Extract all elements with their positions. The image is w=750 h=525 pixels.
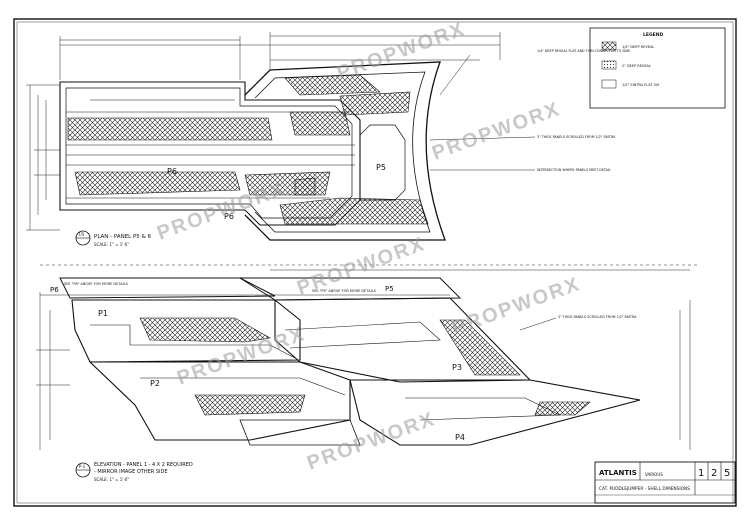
elevation-title: P-1 ELEVATION - PANEL 1 - 4 X 2 REQUIRED…	[75, 462, 193, 482]
sheet-number-1: 1	[698, 468, 704, 479]
left-dimensions	[26, 84, 60, 231]
p6-reveal-upper	[67, 117, 273, 141]
panel-label-p6-top: P6	[167, 167, 177, 176]
callout-top: 1/4" DEEP REVEAL FLAT AND THIN CONNECTOR…	[537, 49, 630, 53]
elevation-title-text: ELEVATION - PANEL 1 - 4 X 2 REQUIRED	[94, 462, 193, 468]
panel-p6-elevation	[59, 277, 276, 299]
watermark-2: PROPWORX	[429, 98, 563, 165]
p4-reveal	[534, 401, 591, 416]
p6-reveal-small	[294, 177, 316, 196]
p2-lower	[239, 419, 361, 446]
p6-reveal-mid	[289, 111, 351, 136]
panel-p5-plan-outline	[244, 61, 446, 241]
panel-label-p5-top: P5	[376, 163, 386, 172]
panel-p6-plan-inner	[65, 87, 353, 219]
top-dimensions	[59, 32, 501, 80]
p5-reveal-top2	[339, 91, 411, 116]
elevation-title-subtitle: - MIRROR IMAGE OTHER SIDE	[94, 469, 168, 475]
panel-p5-plan-inner	[254, 71, 431, 233]
sheet-number-2: 2	[711, 468, 717, 479]
sheet-inner-border	[16, 21, 734, 504]
panel-p2-elevation	[88, 361, 351, 441]
elevation-title-scale: SCALE: 1" = 1'-0"	[94, 477, 129, 482]
panel-p3-elevation	[274, 297, 532, 383]
legend-item-1: 1/4" DEEP REVEAL	[622, 45, 654, 49]
callout-mid2: INTERSECTION WHERE PANELS MEET DETAIL	[537, 168, 611, 172]
title-block-sheet-title: CAT. PUDDLEJUMPER - SHELL DIMENSIONS	[599, 486, 690, 492]
plan-title: 7/5 PLAN - PANEL P5 & 6 SCALE: 1" = 1'-0…	[75, 230, 152, 247]
plan-title-text: PLAN - PANEL P5 & 6	[94, 234, 152, 240]
callout-mid1: 3" THICK PANELS SCROLLED FROM 1/2" SINTR…	[537, 135, 616, 139]
p4-detail	[405, 397, 561, 421]
sheet-number-3: 5	[724, 468, 730, 479]
p2-detail	[140, 377, 346, 396]
panel-label-p3: P3	[452, 363, 462, 372]
legend-swatch-dots	[601, 60, 617, 70]
panel-label-p2: P2	[150, 379, 160, 388]
note-see-p6: SEE "P6" ABOVE FOR MORE DETAILS	[64, 282, 129, 286]
legend-item-3: 1/2" SINTRA FLAT ON	[622, 83, 659, 87]
title-block-logo: ATLANTIS	[599, 469, 637, 477]
p1-detail	[90, 324, 296, 359]
p5-step-outline	[359, 124, 406, 201]
legend: LEGEND 1/4" DEEP REVEAL 2" DEEP REVEAL 1…	[589, 27, 726, 109]
panel-label-p1: P1	[98, 309, 108, 318]
p3-reveal	[439, 319, 521, 376]
p3-detail	[284, 321, 441, 349]
panel-label-p4: P4	[455, 433, 465, 442]
elevation-dimensions	[36, 269, 691, 450]
p2-reveal	[194, 394, 306, 416]
panel-label-p6-side: P6	[224, 212, 234, 221]
panel-p4-elevation	[349, 379, 641, 446]
panel-label-p6-bottom: P6	[50, 286, 59, 294]
legend-swatch-blank	[601, 79, 617, 89]
title-block: ATLANTIS VARIOUS 1 2 5 CAT. PUDDLEJUMPER…	[594, 461, 736, 504]
watermark-5: PROPWORX	[449, 273, 583, 340]
plan-title-scale: SCALE: 1" = 1'-0"	[94, 242, 129, 247]
watermark-1: PROPWORX	[334, 18, 468, 85]
plan-detail-lines	[66, 99, 355, 199]
p5-reveal-bottom	[279, 197, 429, 225]
panel-p5-elevation	[238, 277, 462, 301]
plan-title-badge: 7/5	[78, 232, 85, 237]
sheet-border	[13, 18, 737, 507]
legend-title: LEGEND	[643, 32, 663, 38]
p1-reveal	[139, 317, 271, 343]
p6-reveal-lower	[74, 171, 241, 196]
legend-swatch-crosshatch	[601, 41, 617, 51]
note-see-p5: SEE "P5" ABOVE FOR MORE DETAILS	[312, 289, 377, 293]
p5-reveal-top	[284, 74, 381, 96]
elevation-title-badge: P-1	[79, 464, 86, 469]
watermark-7: PROPWORX	[304, 408, 438, 475]
panel-label-p5-bottom: P5	[385, 285, 394, 293]
plan-callouts: 1/4" DEEP REVEAL FLAT AND THIN CONNECTOR…	[429, 49, 630, 172]
title-block-line1: VARIOUS	[645, 472, 663, 477]
callout-low: 3" THICK PANELS SCROLLED FROM 1/2" SINTR…	[558, 315, 637, 319]
legend-item-2: 2" DEEP REVEAL	[622, 64, 651, 68]
